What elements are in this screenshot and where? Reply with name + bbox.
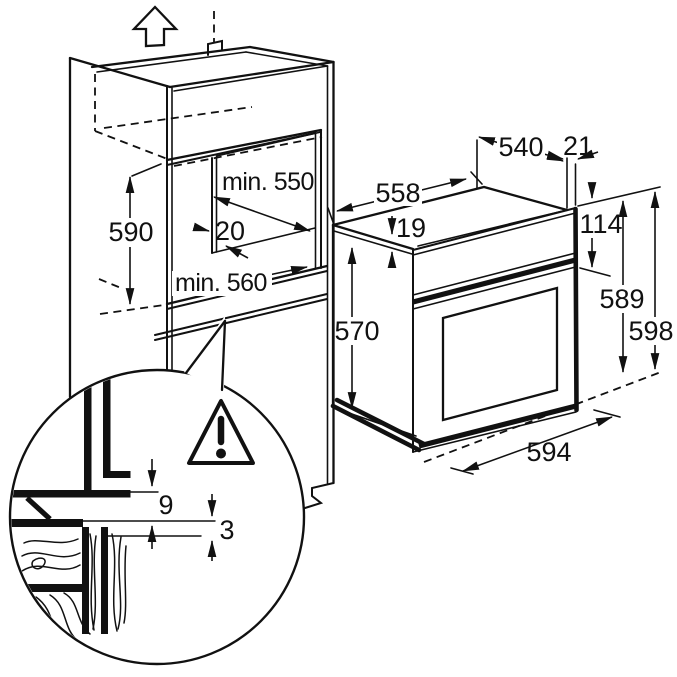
dimension-annotations: 590 min. 550 20 min. 560 558	[98, 131, 675, 475]
dim-label-front-width: 594	[526, 437, 571, 467]
dim-label-niche-width: min. 560	[175, 269, 267, 297]
dimension-lower-clearance: 3	[207, 494, 235, 561]
oven-door-window	[441, 286, 559, 422]
dimension-niche-height: 590	[98, 163, 165, 315]
dim-label-panel-height: 114	[579, 209, 622, 239]
dimension-niche-depth: min. 550	[212, 168, 314, 232]
dimension-oven-depth: 558	[327, 171, 483, 223]
oven-unit	[330, 185, 662, 463]
dim-label-height-front: 598	[628, 316, 673, 346]
dimension-upper-clearance: 9	[147, 459, 174, 549]
dimension-rear-gap: 20	[192, 216, 249, 259]
dim-label-lower-clearance: 3	[219, 515, 234, 545]
dim-label-height-rear: 589	[599, 284, 644, 314]
dimension-height-front: 598	[627, 190, 675, 371]
warning-triangle-icon	[187, 399, 255, 465]
dimension-height-rear: 589	[598, 199, 646, 374]
dimension-panel-height: 114	[577, 182, 661, 277]
detail-callout: 9 3	[8, 316, 306, 666]
dimension-front-overhang: 21	[546, 131, 599, 206]
detail-cross-section	[11, 372, 255, 648]
dim-label-oven-depth: 558	[375, 178, 420, 208]
dim-label-niche-height: 590	[108, 217, 153, 247]
dimension-niche-width: min. 560	[172, 266, 309, 297]
dim-label-oven-top-width: 540	[498, 132, 543, 162]
dimension-front-width: 594	[450, 409, 621, 475]
dim-label-niche-depth: min. 550	[222, 168, 314, 196]
dimension-carcass-height: 570	[334, 246, 380, 410]
dim-label-rear-gap: 20	[215, 216, 245, 246]
dim-label-top-lip: 19	[396, 213, 426, 243]
dimension-oven-top-width: 540	[476, 132, 568, 209]
detail-circle	[8, 368, 306, 666]
dim-label-upper-clearance: 9	[158, 490, 173, 520]
cabinet-unit	[68, 5, 335, 509]
dim-label-front-overhang: 21	[563, 131, 593, 161]
dimension-top-lip: 19	[387, 213, 426, 268]
dim-label-carcass-height: 570	[334, 316, 379, 346]
airflow-up-arrow-icon	[131, 5, 179, 48]
